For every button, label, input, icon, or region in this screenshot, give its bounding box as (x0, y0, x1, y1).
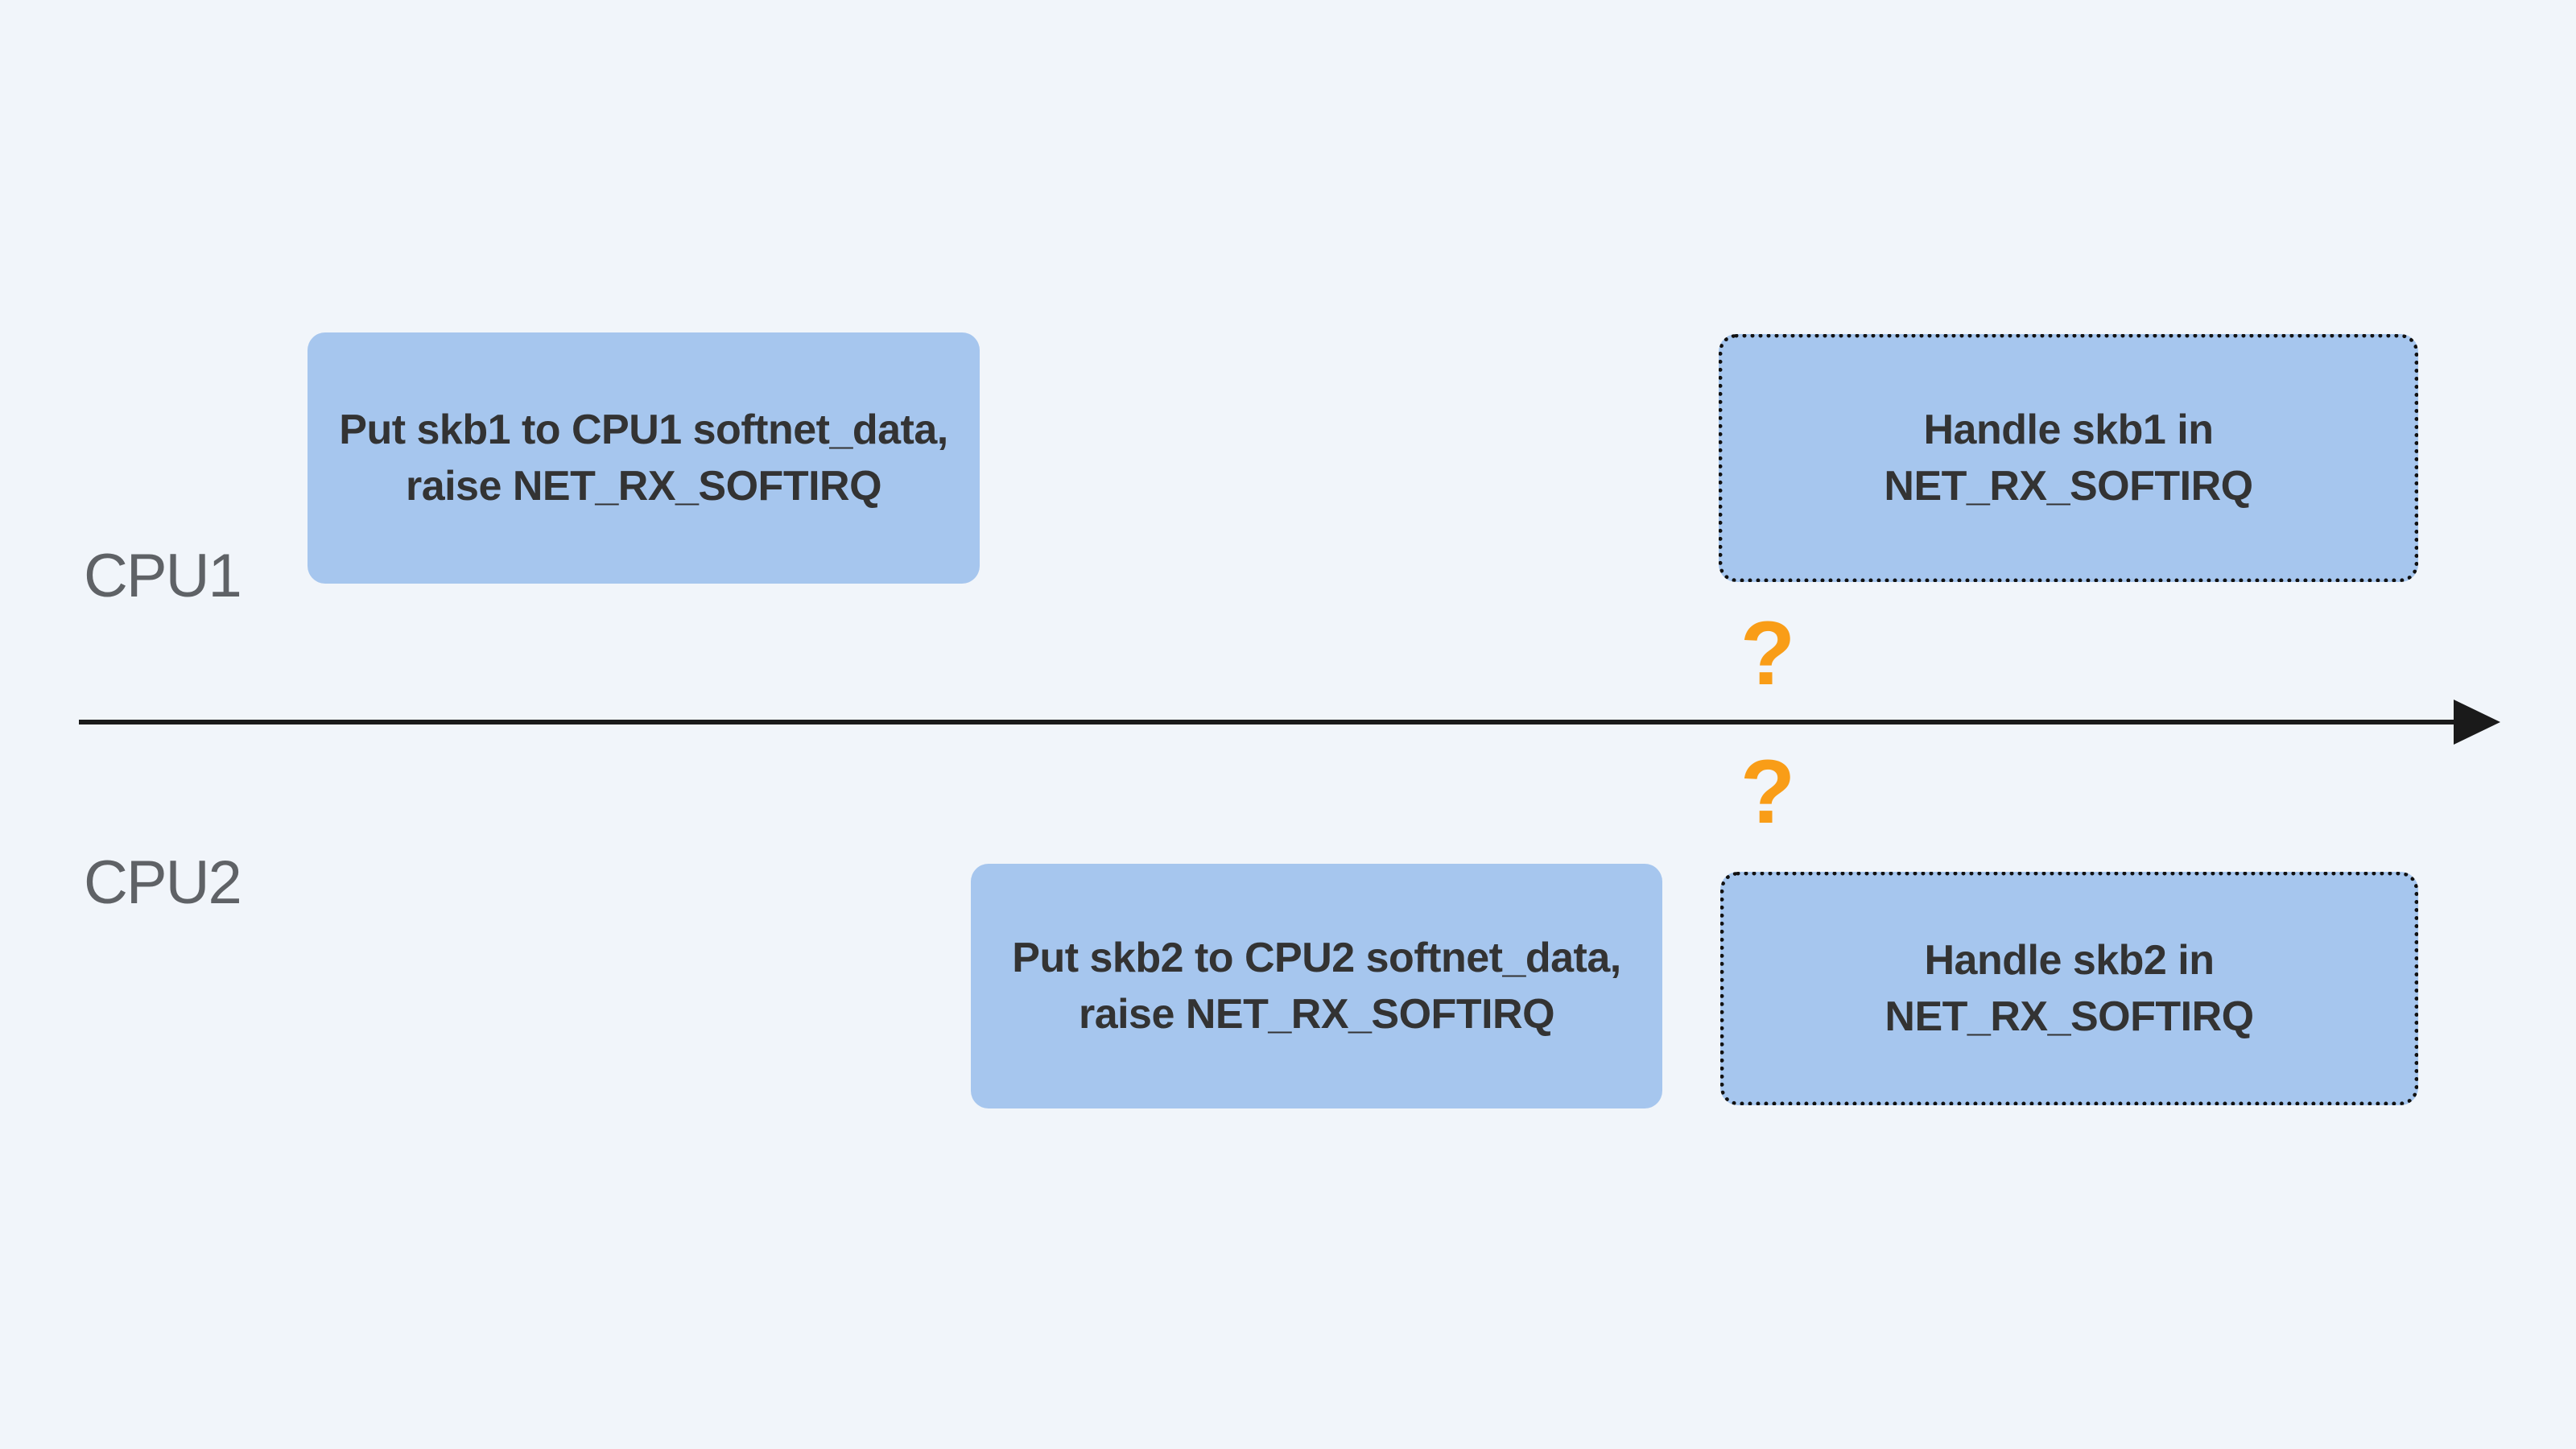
timeline-arrowhead-icon (2454, 700, 2500, 745)
box-put-skb1-line2: raise NET_RX_SOFTIRQ (405, 463, 882, 510)
box-put-skb2-line1: Put skb2 to CPU2 softnet_data, (1012, 935, 1621, 981)
box-put-skb1-line1: Put skb1 to CPU1 softnet_data, (339, 407, 948, 453)
timeline-axis (79, 720, 2462, 724)
box-handle-skb2-line1: Handle skb2 in (1924, 937, 2215, 984)
cpu1-lane-label: CPU1 (84, 542, 242, 610)
question-mark-cpu2: ? (1740, 741, 1796, 842)
cpu2-lane-label: CPU2 (84, 848, 242, 917)
box-put-skb1: Put skb1 to CPU1 softnet_data, raise NET… (308, 332, 980, 584)
question-mark-cpu1: ? (1740, 603, 1796, 704)
box-handle-skb1-line1: Handle skb1 in (1923, 407, 2215, 453)
box-put-skb2-line2: raise NET_RX_SOFTIRQ (1078, 991, 1555, 1038)
box-handle-skb1: Handle skb1 in NET_RX_SOFTIRQ (1719, 334, 2418, 582)
box-handle-skb2: Handle skb2 in NET_RX_SOFTIRQ (1720, 872, 2418, 1105)
box-put-skb2: Put skb2 to CPU2 softnet_data, raise NET… (971, 864, 1662, 1108)
box-handle-skb1-line2: NET_RX_SOFTIRQ (1884, 463, 2253, 510)
box-handle-skb2-line2: NET_RX_SOFTIRQ (1885, 993, 2254, 1040)
